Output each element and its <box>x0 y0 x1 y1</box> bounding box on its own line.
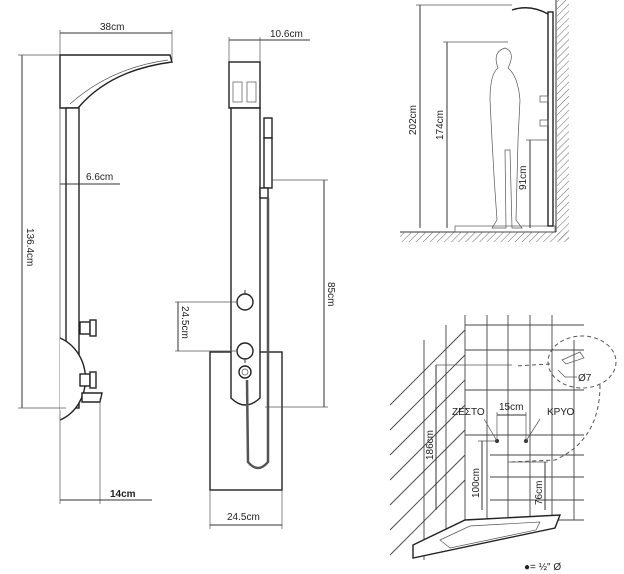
knob-upper <box>236 293 254 311</box>
dimension-label-100: 100cm <box>471 468 482 498</box>
fitting-icon <box>561 351 585 365</box>
front-view: 10.6cm 85cm 24.5cm 24.5cm <box>175 29 336 529</box>
installed-head <box>511 7 549 15</box>
person-silhouette <box>489 47 523 229</box>
detail-callout <box>547 335 617 389</box>
dimension-label-depth: 6.6cm <box>86 172 113 183</box>
knob-lower <box>236 342 254 360</box>
dimension-label-174: 174cm <box>435 110 446 140</box>
dimension-label-width: 38cm <box>100 22 124 33</box>
shower-tray <box>412 514 562 559</box>
hand-shower-handle <box>263 137 273 189</box>
shower-tray-side <box>454 225 556 233</box>
dimension-label-91: 91cm <box>518 166 529 190</box>
side-view: 38cm 136.4cm 6.6cm 14cm <box>18 22 173 504</box>
installed-column <box>547 11 554 227</box>
dimension-label-height: 136.4cm <box>24 228 35 266</box>
legend-label: ●= ½" Ø <box>524 562 561 573</box>
fitting-diameter-label: Ø7 <box>578 373 592 384</box>
install-view: 202cm 174cm 91cm <box>400 0 569 242</box>
head-front-outline <box>228 61 261 109</box>
cold-label: ΚΡΥΟ <box>547 407 574 418</box>
dimension-label-76: 76cm <box>534 481 545 505</box>
dimension-label-15: 15cm <box>499 402 523 413</box>
dimension-label-spout: 14cm <box>110 489 136 500</box>
spout-outline <box>81 392 103 403</box>
dimension-label-base: 24.5cm <box>227 512 260 523</box>
shower-head-outline <box>59 54 173 109</box>
hot-label: ΖΕΣΤΟ <box>452 407 485 418</box>
dimension-label-202: 202cm <box>408 105 419 135</box>
dimension-label-head-width: 10.6cm <box>270 29 303 40</box>
dimension-label-knobs: 24.5cm <box>179 306 190 339</box>
dimension-label-186: 186cm <box>425 430 436 460</box>
dimension-label-hose: 85cm <box>325 282 336 306</box>
hose-outlet <box>238 365 252 379</box>
plumbing-view: 186cm 100cm 76cm 15cm ΖΕΣΤΟ ΚΡΥΟ Ø7 ●= ½… <box>389 315 617 573</box>
hose <box>245 198 270 470</box>
hand-shower-head <box>263 117 273 139</box>
